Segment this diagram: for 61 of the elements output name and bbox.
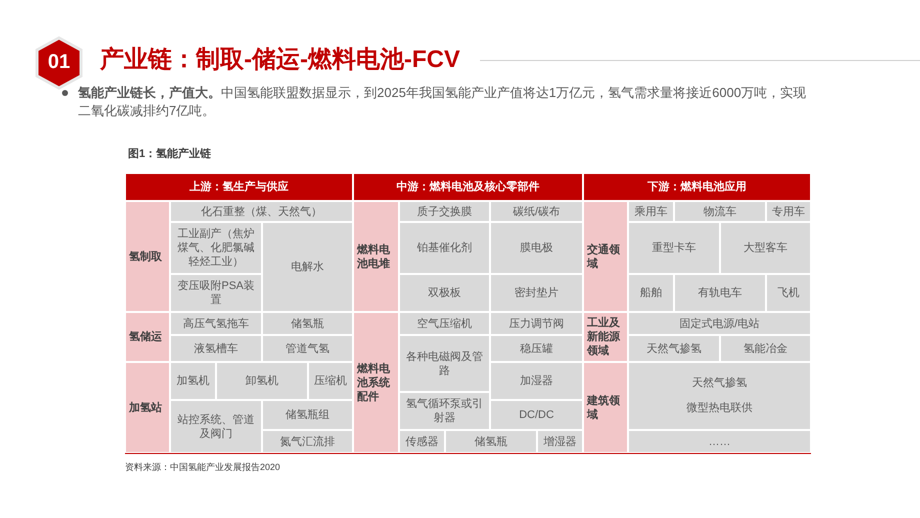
item-cell: 储氢瓶 [445, 430, 537, 453]
source-note: 资料来源：中国氢能产业发展报告2020 [125, 461, 280, 474]
item-cell: 站控系统、管道及阀门 [170, 400, 262, 453]
item-cell: 重型卡车 [628, 222, 720, 274]
item-cell: 储氢瓶 [262, 312, 353, 335]
category-cell: 氢储运 [125, 312, 170, 362]
item-cell: 氮气汇流排 [262, 430, 353, 453]
item-cell: 双极板 [399, 274, 490, 312]
item-cell: 空气压缩机 [399, 312, 490, 335]
bullet-paragraph: 氢能产业链长，产值大。中国氢能联盟数据显示，到2025年我国氢能产业产值将达1万亿元，氢气需求量将接近6000万吨，实现二氧化碳减排约7亿吨。 [78, 84, 808, 120]
item-cell: 加氢机 [170, 362, 216, 400]
item-cell: 增湿器 [537, 430, 583, 453]
item-cell: 高压气氢拖车 [170, 312, 262, 335]
header-cell: 下游：燃料电池应用 [583, 173, 811, 201]
page-title: 产业链：制取-储运-燃料电池-FCV [100, 45, 460, 75]
item-cell: 氢气循环泵或引射器 [399, 392, 490, 430]
figure-caption: 图1：氢能产业链 [128, 146, 212, 162]
item-cell: 天然气掺氢 [628, 335, 720, 362]
cell-text: 天然气掺氢 [692, 376, 747, 392]
item-cell: 各种电磁阀及管路 [399, 335, 490, 392]
item-cell: 加湿器 [490, 362, 583, 400]
item-cell: …… [628, 430, 811, 453]
item-cell: 压力调节阀 [490, 312, 583, 335]
item-cell: 液氢槽车 [170, 335, 262, 362]
item-cell: 铂基催化剂 [399, 222, 490, 274]
item-cell: 传感器 [399, 430, 445, 453]
item-cell: 专用车 [766, 201, 811, 222]
item-cell: 电解水 [262, 222, 353, 312]
item-cell: 卸氢机 [216, 362, 308, 400]
item-cell: 膜电极 [490, 222, 583, 274]
item-cell [628, 362, 811, 430]
item-cell: 物流车 [674, 201, 766, 222]
item-cell: 储氢瓶组 [262, 400, 353, 430]
header-cell: 中游：燃料电池及核心零部件 [353, 173, 583, 201]
item-cell: 大型客车 [720, 222, 811, 274]
item-cell: 飞机 [766, 274, 811, 312]
item-cell: 压缩机 [308, 362, 353, 400]
item-cell: 船舶 [628, 274, 674, 312]
cell-text: 微型热电联供 [686, 401, 752, 416]
item-cell: 工业副产（焦炉煤气、化肥氯碱轻烃工业） [170, 222, 262, 274]
item-cell: 固定式电源/电站 [628, 312, 811, 335]
item-cell: 管道气氢 [262, 335, 353, 362]
header-cell: 上游：氢生产与供应 [125, 173, 353, 201]
category-cell: 燃料电池系统配件 [353, 312, 399, 453]
category-cell: 氢制取 [125, 201, 170, 312]
category-cell: 交通领域 [583, 201, 628, 312]
item-cell: 变压吸附PSA装置 [170, 274, 262, 312]
item-cell: 密封垫片 [490, 274, 583, 312]
category-cell: 燃料电池电堆 [353, 201, 399, 312]
item-cell: 化石重整（煤、天然气） [170, 201, 353, 222]
category-cell: 加氢站 [125, 362, 170, 453]
item-cell: 有轨电车 [674, 274, 766, 312]
item-cell: 氢能冶金 [720, 335, 811, 362]
category-cell: 工业及新能源领域 [583, 312, 628, 362]
item-cell: 碳纸/碳布 [490, 201, 583, 222]
category-cell: 建筑领域 [583, 362, 628, 453]
item-cell: 稳压罐 [490, 335, 583, 362]
section-number: 01 [46, 50, 72, 75]
item-cell: 质子交换膜 [399, 201, 490, 222]
item-cell: DC/DC [490, 400, 583, 430]
item-cell: 乘用车 [628, 201, 674, 222]
